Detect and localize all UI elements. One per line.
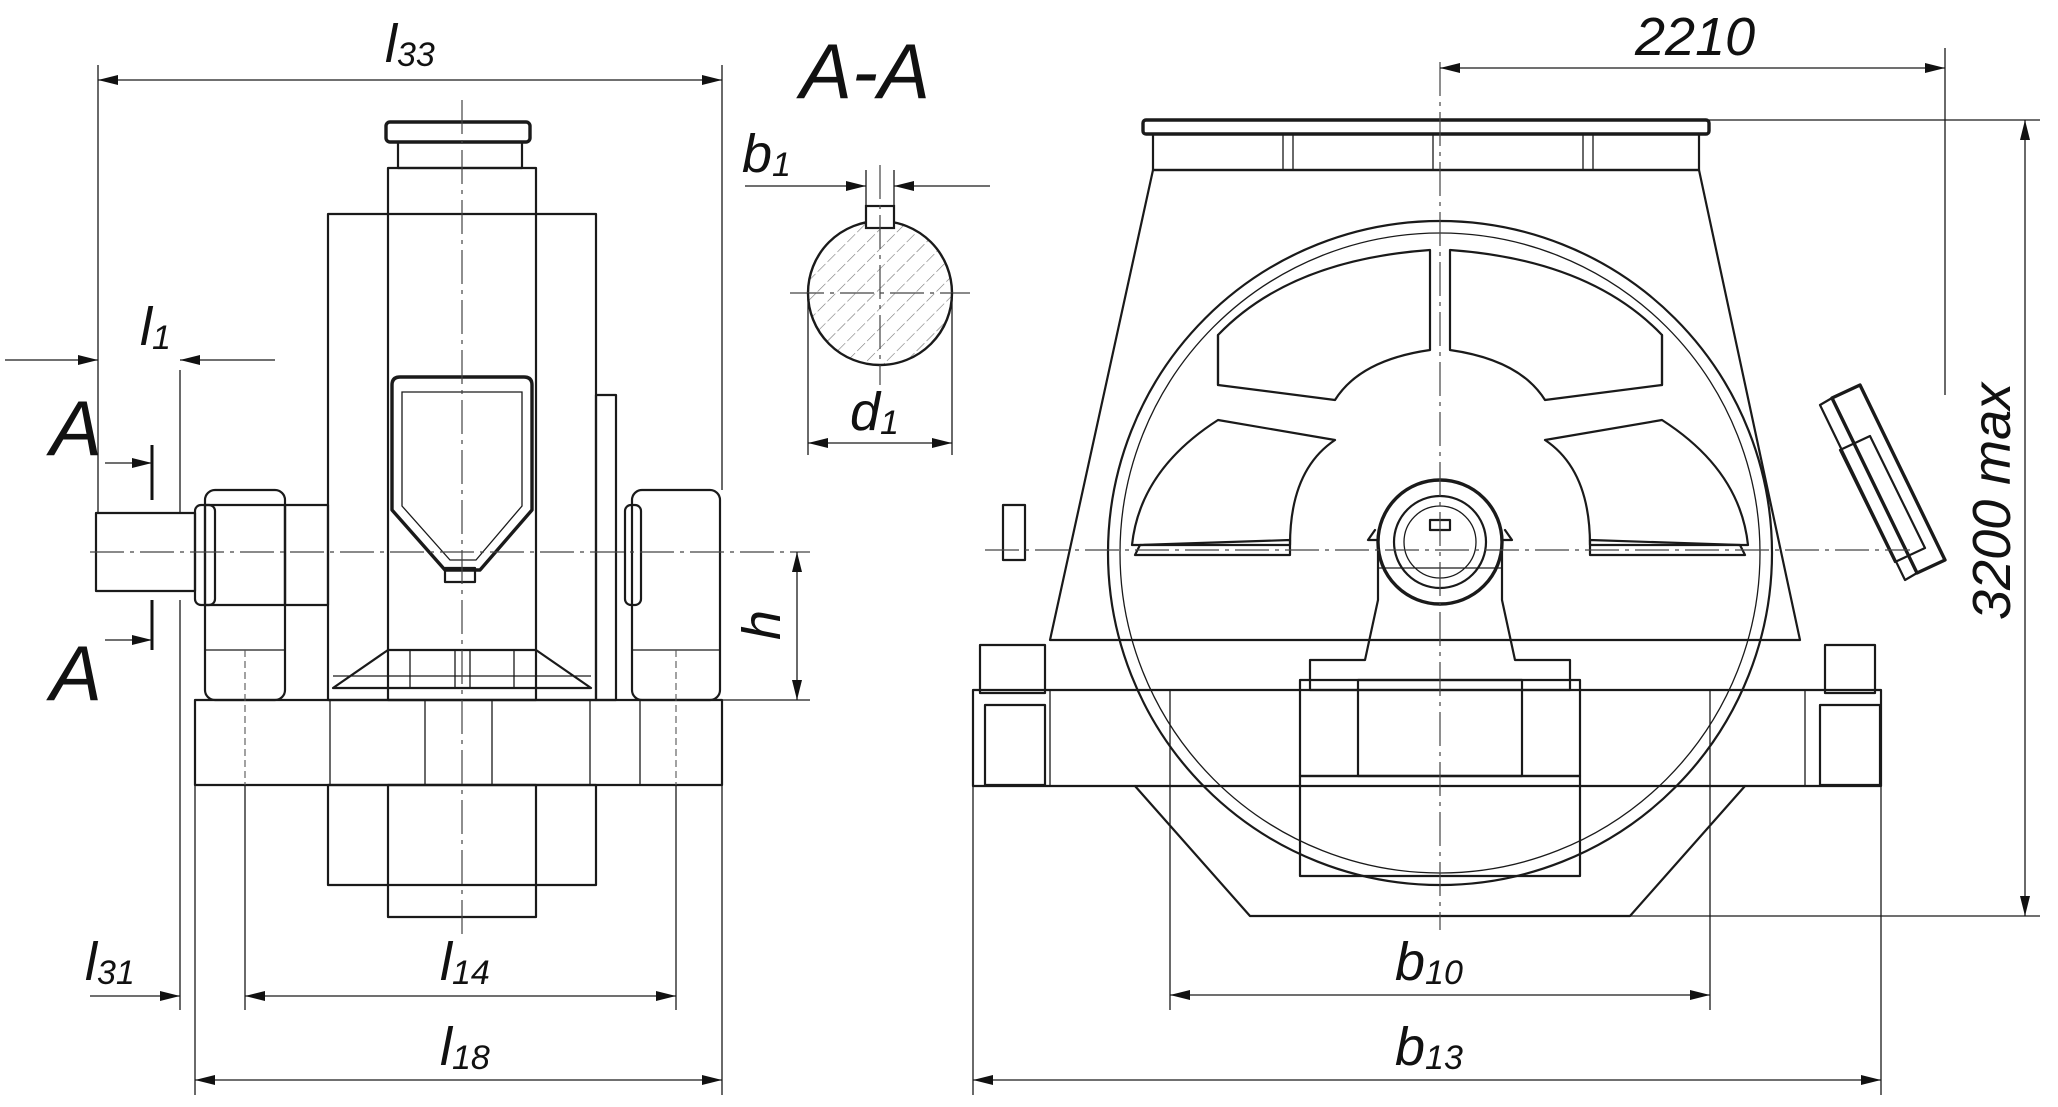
housing <box>1048 168 1802 642</box>
label-2210: 2210 <box>1634 7 1755 67</box>
dimensions-side <box>5 65 810 1095</box>
label-l1: l1 <box>140 297 171 357</box>
label-d1: d1 <box>850 382 899 442</box>
shaft-section <box>745 165 990 455</box>
left-bearing <box>203 488 287 702</box>
front-view <box>971 62 1947 930</box>
top-flange <box>1141 118 1711 136</box>
inspection-window <box>390 375 534 572</box>
dimensions-front <box>972 48 2040 1095</box>
inlet-flange <box>384 120 532 144</box>
label-b10: b10 <box>1395 932 1463 992</box>
right-bearing <box>630 488 722 702</box>
label-h: h <box>732 610 792 640</box>
label-b1: b1 <box>742 124 791 184</box>
side-view <box>90 100 810 940</box>
label-l33: l33 <box>385 14 435 74</box>
section-title: A-A <box>796 27 930 115</box>
base-frame <box>193 698 724 787</box>
label-section-a-top: A <box>46 384 102 472</box>
base-beam <box>971 688 1883 788</box>
label-3200-max: 3200 max <box>1962 381 2022 620</box>
label-l31: l31 <box>85 932 135 992</box>
label-l14: l14 <box>440 932 490 992</box>
label-section-a-bottom: A <box>46 629 102 717</box>
label-b13: b13 <box>1395 1017 1463 1077</box>
label-l18: l18 <box>440 1017 490 1077</box>
